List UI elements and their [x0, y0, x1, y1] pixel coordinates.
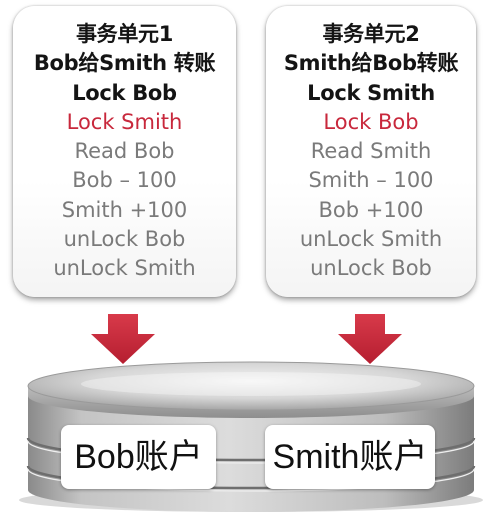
- step-lock-second: Lock Bob: [323, 109, 419, 134]
- step-credit: Smith +100: [61, 197, 188, 222]
- step-unlock-first: unLock Bob: [63, 227, 186, 252]
- transaction-title: 事务单元2: [322, 22, 420, 46]
- step-lock-first: Lock Smith: [307, 80, 435, 105]
- step-read: Read Smith: [310, 139, 432, 164]
- down-arrow-icon: [91, 314, 155, 364]
- step-debit: Smith – 100: [308, 168, 434, 193]
- transaction-card-1: 事务单元1 Bob给Smith 转账 Lock Bob Lock Smith R…: [13, 6, 236, 297]
- step-lock-second: Lock Smith: [66, 109, 183, 134]
- transaction-subtitle: Smith给Bob转账: [283, 51, 459, 76]
- account-label-bob: Bob账户: [61, 425, 216, 489]
- step-credit: Bob +100: [318, 197, 424, 222]
- account-label-smith: Smith账户: [265, 425, 435, 489]
- step-unlock-first: unLock Smith: [299, 227, 443, 252]
- step-debit: Bob – 100: [72, 168, 177, 193]
- step-read: Read Bob: [74, 139, 175, 164]
- transaction-title: 事务单元1: [75, 22, 174, 46]
- step-unlock-second: unLock Smith: [53, 256, 196, 281]
- transaction-card-2: 事务单元2 Smith给Bob转账 Lock Smith Lock Bob Re…: [266, 6, 476, 297]
- step-unlock-second: unLock Bob: [310, 256, 432, 281]
- step-lock-first: Lock Bob: [72, 80, 177, 105]
- down-arrow-icon: [338, 314, 402, 364]
- transaction-subtitle: Bob给Smith 转账: [33, 51, 216, 76]
